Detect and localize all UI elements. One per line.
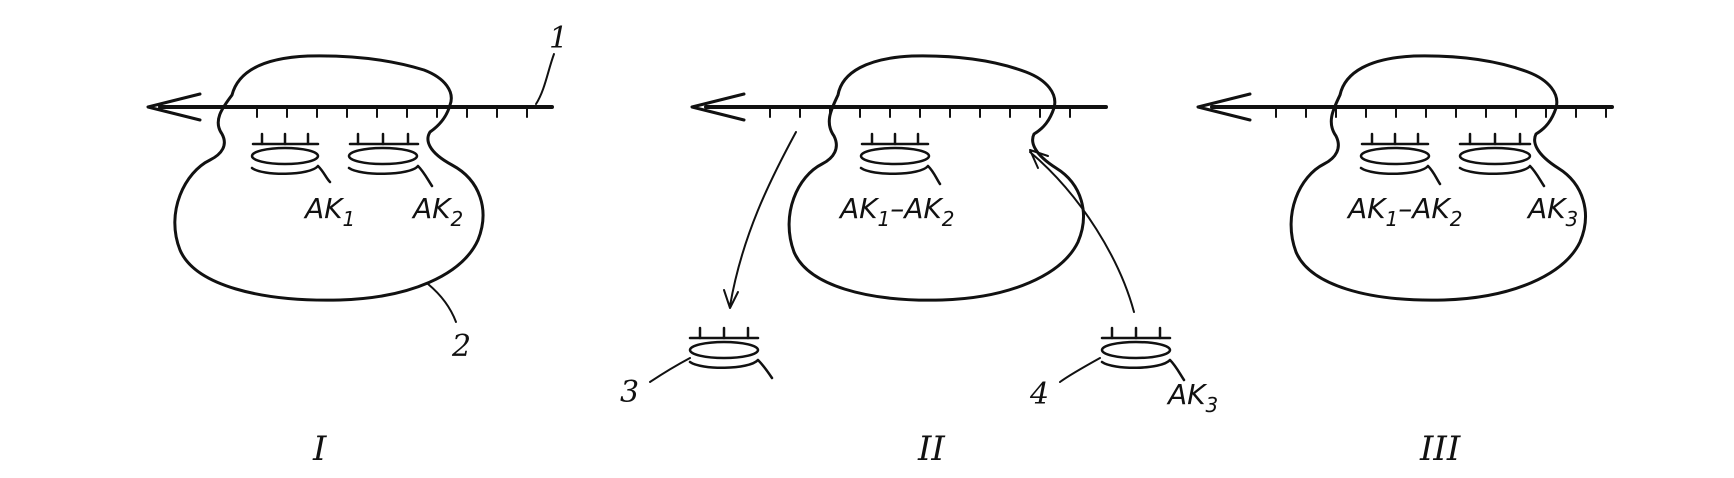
released-trna [688, 326, 774, 380]
ribosome-leader-line [427, 283, 457, 323]
codon-ticks-stage-three [1275, 106, 1607, 118]
released-trna-number: 3 [620, 375, 639, 410]
ak1-label-stage-one: AK1 [303, 192, 355, 231]
stage-two-numeral: II [917, 429, 945, 469]
trna-stage-two-bound [859, 132, 942, 186]
peptide-chain-stage-three: AK1–AK2 [1346, 192, 1463, 231]
stage-three: AK1–AK2 AK3 III [1196, 54, 1614, 469]
mrna-arrowhead-stage-three [1196, 92, 1252, 122]
stage-three-numeral: III [1419, 429, 1461, 469]
ribosome-stage-two [787, 54, 1085, 302]
ribosome-stage-one [173, 54, 485, 302]
incoming-trna-leader [1059, 357, 1101, 383]
mrna-leader-line [535, 53, 555, 105]
ak2-label-stage-one: AK2 [411, 192, 463, 231]
incoming-ak-label: AK3 [1166, 378, 1218, 417]
mrna-arrowhead-stage-one [146, 92, 202, 122]
incoming-arrowhead [1029, 149, 1049, 169]
stage-one: AK1 AK2 1 2 I [146, 21, 568, 469]
codon-ticks-stage-one [256, 106, 528, 118]
stage-two: AK1–AK2 3 4 AK3 II [620, 54, 1218, 469]
released-trna-leader [649, 357, 691, 383]
incoming-trna [1100, 326, 1186, 382]
ak3-label-stage-three: AK3 [1526, 192, 1578, 231]
mrna-number: 1 [549, 21, 568, 56]
trna-stage-three-site-1 [1359, 132, 1442, 186]
incoming-arrow [1029, 151, 1135, 313]
incoming-trna-number: 4 [1029, 377, 1049, 412]
trna-stage-one-site-1 [250, 132, 332, 184]
release-arrow [729, 131, 797, 307]
release-arrowhead [723, 289, 739, 309]
trna-stage-three-site-2 [1458, 132, 1546, 188]
peptide-chain-stage-two: AK1–AK2 [838, 192, 955, 231]
stage-one-numeral: I [312, 429, 327, 469]
ribosome-stage-three [1289, 54, 1587, 302]
trna-stage-one-site-2 [347, 132, 434, 188]
mrna-arrowhead-stage-two [690, 92, 746, 122]
ribosome-number: 2 [451, 329, 471, 364]
codon-ticks-stage-two [769, 106, 1071, 118]
